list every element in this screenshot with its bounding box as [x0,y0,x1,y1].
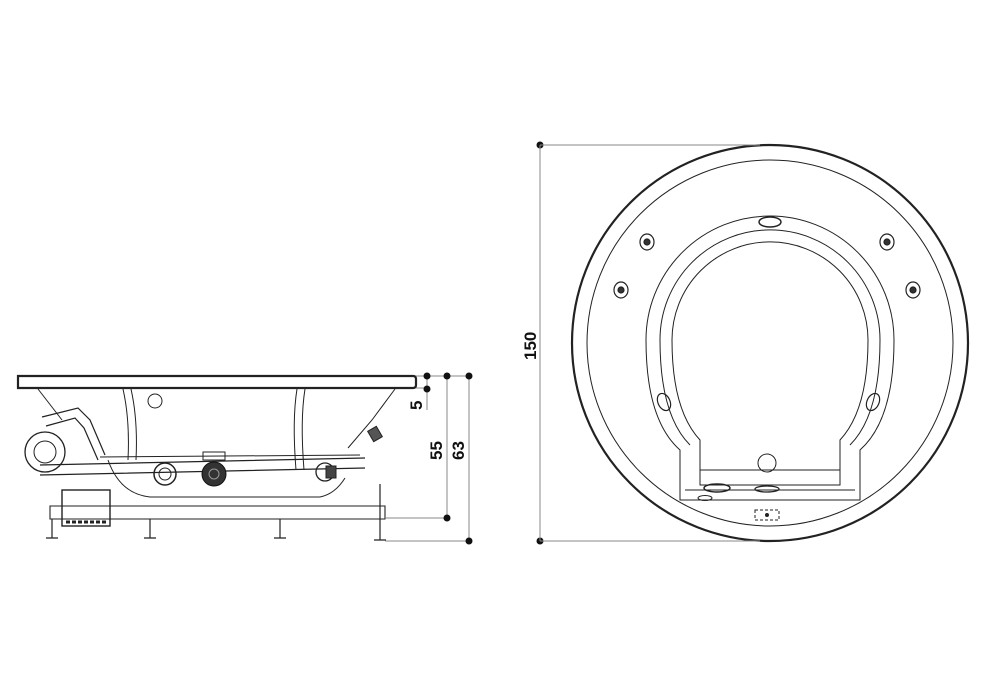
support-legs [46,484,386,541]
seat-ring-mid [659,229,881,446]
seat-ring-outer [645,215,895,501]
tub-shell [37,388,396,449]
control-pad [754,509,780,521]
plan-dimension [539,144,760,542]
drain [757,453,777,473]
fitting-small [697,495,713,501]
jet-fitting-left-inner [158,467,172,481]
hydro-jets [613,233,921,412]
dimension-dots [423,141,544,545]
outer-rim [570,143,970,543]
tub-shell-bottom [107,459,346,498]
pump-elbow-pipe [41,407,106,461]
dim-label-overall-height: 63 [449,441,468,460]
control-box [61,489,111,527]
jet-fitting-right [315,462,337,482]
tub-rim [16,374,418,390]
control-pad-dot [765,513,769,517]
dim-label-rim: 5 [407,401,426,410]
shell-rib-left [122,388,137,461]
fitting-left-bottom [703,483,731,493]
pipe-top-bar [99,454,361,458]
dim-label-diameter: 150 [521,332,540,360]
pump-impeller [33,440,57,464]
overflow-top [758,216,782,228]
footwell-floor [685,469,855,491]
dim-label-tub-height: 55 [427,441,446,460]
seat-ring-inner [671,241,869,486]
top-plan-view [570,143,970,543]
drain-grille [201,451,227,487]
jet-fitting-left [153,462,177,486]
shell-rib-right [293,388,306,471]
side-elevation-view [16,374,418,541]
fitting-right-bottom [754,485,780,493]
inner-rim [586,159,954,527]
pump-body [24,431,66,473]
side-valve [366,425,384,443]
base-frame [49,505,386,520]
overflow-circle [147,393,163,409]
